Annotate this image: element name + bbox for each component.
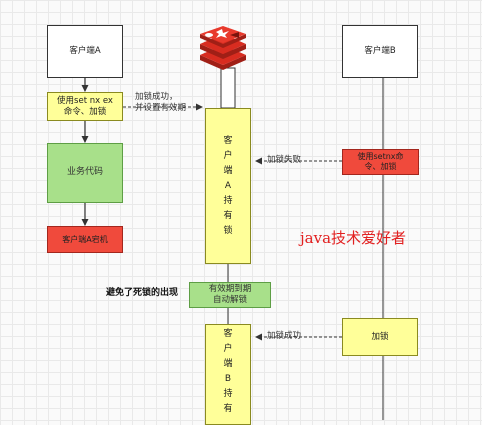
client-a-crashed-box: 客户端A宕机 (47, 226, 123, 253)
message-lock-success-b: 加锁成功 (267, 331, 302, 341)
client-b-lock-label: 加锁 (371, 331, 389, 342)
redis-expire-unlock-box: 有效期到期 自动解锁 (189, 282, 271, 308)
redis-lifeline-top (220, 67, 236, 109)
redis-client-b-holds-box: 客户端B持有 (205, 324, 251, 425)
client-a-setnx-box: 使用set nx ex 命令、加锁 (47, 92, 123, 121)
client-a-business-code-label: 业务代码 (66, 167, 103, 178)
redis-logo-icon (200, 26, 246, 70)
client-a-header: 客户端A (47, 25, 123, 78)
message-lock-success-a: 加锁成功， 并设置有效期 (135, 92, 187, 113)
client-a-title: 客户端A (69, 46, 101, 57)
client-a-business-code-box: 业务代码 (47, 143, 123, 203)
message-lock-failed-b: 加锁失败 (267, 155, 302, 165)
client-b-title: 客户端B (364, 46, 396, 57)
client-b-lock-box: 加锁 (342, 318, 418, 356)
redis-client-b-holds-label: 客户端B持有 (223, 329, 233, 414)
redis-client-a-holds-label: 客户端A持有锁 (223, 135, 233, 236)
message-deadlock-avoided: 避免了死锁的出现 (106, 288, 179, 298)
client-b-header: 客户端B (342, 25, 418, 78)
client-a-crashed-label: 客户端A宕机 (62, 234, 108, 244)
client-b-setnx-box: 使用setnx命 令、加锁 (342, 149, 419, 175)
redis-client-a-holds-box: 客户端A持有锁 (205, 108, 251, 264)
watermark-text: java技术爱好者 (300, 229, 407, 247)
